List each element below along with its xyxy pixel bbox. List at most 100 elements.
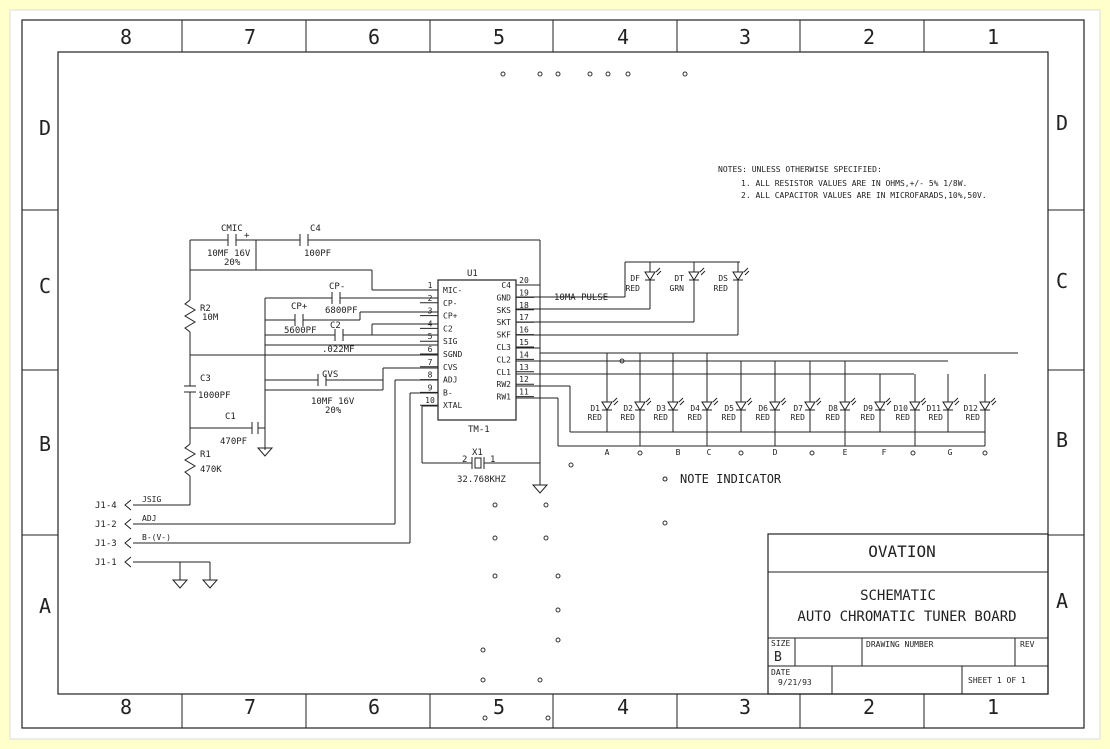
note-letter: E [843,448,848,457]
pin-number: 17 [519,313,529,322]
connector-pin: J1-1 [95,556,132,568]
col-label: 3 [739,25,751,49]
led-body [667,401,679,411]
led-ref: DF [630,274,640,283]
ic-u1: U1 TM-1 [437,269,517,435]
sharp-marker [738,450,744,456]
led-ref: D11 [927,404,942,413]
col-label: 6 [368,25,380,49]
note-letter: A [605,448,610,457]
c4-ref: C4 [310,224,321,234]
drawing-title-2: AUTO CHROMATIC TUNER BOARD [797,609,1016,625]
cmic-value: 10MF 16V [207,249,251,259]
pin-number: 8 [428,371,433,380]
pin-number: 19 [519,288,529,297]
row-labels-right: D C B A [1056,111,1068,613]
led-color: GRN [670,284,685,293]
note-2: 2. ALL CAPACITOR VALUES ARE IN MICROFARA… [741,191,987,200]
column-labels-bottom: 8 7 6 5 4 3 2 1 [120,695,999,719]
ic-part: TM-1 [468,425,490,435]
x1-value: 32.768KHZ [457,475,506,485]
company-name: OVATION [868,542,935,561]
pin-name: CL1 [497,368,512,377]
led-color: RED [588,413,603,422]
led-color: RED [756,413,771,422]
ic-ref: U1 [467,269,478,279]
led-ref: DT [674,274,684,283]
led-body [979,401,991,411]
c2-value: .022MF [322,345,355,355]
led-color: RED [896,413,911,422]
mounting-holes [480,71,688,721]
led-color: RED [929,413,944,422]
connector-signal: JSIG [142,495,161,504]
pin-name: SGND [443,350,462,359]
led-color: RED [722,413,737,422]
led-ref: D2 [623,404,633,413]
component-labels: CMIC + 10MF 16V 20% C4 100PF R2 10M CP- … [198,224,608,485]
pin-name: C4 [501,281,511,290]
col-label: 8 [120,25,132,49]
row-label: B [39,432,51,456]
pin-name: CL3 [497,343,512,352]
led-ref: DS [718,274,728,283]
led-color: RED [654,413,669,422]
note-letter: B [676,448,681,457]
cmic-plus: + [244,231,250,241]
row-label: A [39,594,51,618]
pin-number: 3 [428,307,433,316]
size-label: SIZE [771,639,790,648]
col-label: 1 [987,695,999,719]
cpp-value: 5600PF [284,326,317,336]
sheet-number: SHEET 1 OF 1 [968,676,1026,685]
pin-number: 14 [519,350,529,359]
connector-pin-label: J1-4 [95,501,117,511]
led-color: RED [966,413,981,422]
r2-value: 10M [202,313,219,323]
indicator-hole [662,476,668,482]
column-labels-top: 8 7 6 5 4 3 2 1 [120,25,999,49]
led-ref: D8 [828,404,838,413]
row-label: A [1056,589,1068,613]
led-body [732,271,744,281]
led-color: RED [791,413,806,422]
connector-pin: J1-4 JSIG [95,495,161,511]
led-body [874,401,886,411]
cmic-tol: 20% [224,258,241,268]
note-indicator-label: NOTE INDICATOR [680,472,782,486]
led-ref: D5 [724,404,734,413]
r2-ref: R2 [200,304,211,314]
led-body [804,401,816,411]
sharp-marker [910,450,916,456]
led-color: RED [714,284,729,293]
cpm-ref: CP- [329,282,345,292]
row-label: D [1056,111,1068,135]
led-row: D1REDD2REDD3REDD4REDD5REDD6REDD7REDD8RED… [588,353,997,446]
led-color: RED [626,284,641,293]
pin-name: ADJ [443,376,457,385]
led-body [634,401,646,411]
c1-value: 470PF [220,437,247,447]
col-label: 5 [493,25,505,49]
led-body [601,401,613,411]
row-label: C [39,274,51,298]
led-ref: D1 [590,404,600,413]
